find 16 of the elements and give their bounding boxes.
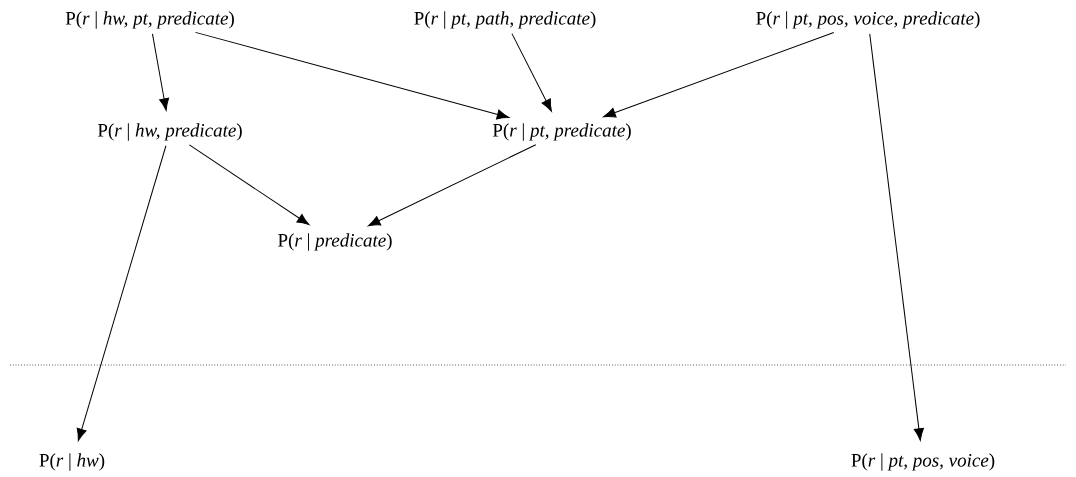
arrow (603, 32, 835, 118)
arrow (511, 33, 552, 112)
probability-label: P(r | pt, pos, voice) (851, 453, 995, 471)
probability-label: P(r | pt, path, predicate) (414, 11, 596, 29)
arrow (194, 31, 510, 120)
arrow (76, 145, 167, 442)
probability-label: P(r | hw) (39, 453, 105, 471)
probability-label: P(r | predicate) (278, 233, 392, 251)
arrow (188, 144, 310, 226)
arrow (869, 33, 924, 441)
probability-label: P(r | pt, pos, voice, predicate) (756, 11, 980, 29)
probability-label: P(r | hw, pt, predicate) (65, 11, 234, 29)
probability-label: P(r | hw, predicate) (97, 123, 242, 141)
arrow (151, 33, 170, 111)
probability-label: P(r | pt, predicate) (492, 123, 631, 141)
arrow (367, 144, 537, 227)
